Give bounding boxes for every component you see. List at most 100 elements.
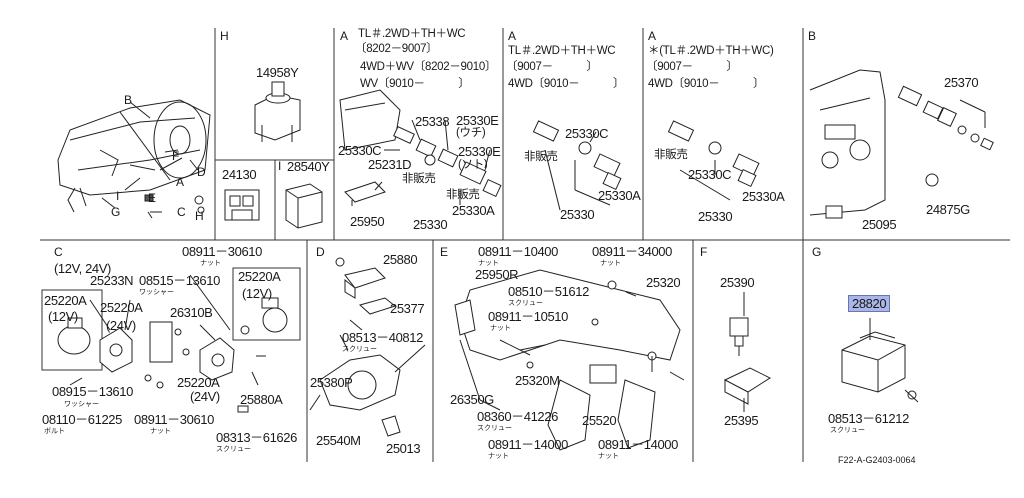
part-08515-13610: 08515－13610	[139, 273, 220, 288]
module-28540y-drawing	[285, 183, 323, 229]
part-08911-14000-a: 08911－14000	[488, 437, 568, 452]
section-letter-a2: A	[508, 29, 517, 43]
part-24875g: 24875G	[926, 202, 970, 217]
part-25330a-a1: 25330A	[452, 203, 495, 218]
label-screw-e-1: スクリュー	[508, 300, 543, 307]
label-not-sold-a1-2: 非販売	[446, 189, 480, 201]
section-letter-h: H	[220, 29, 229, 43]
section-letter-d: D	[316, 245, 325, 259]
label-12v-box: (12V)	[242, 286, 272, 301]
part-25233n: 25233N	[90, 273, 134, 288]
part-25330-a2: 25330	[560, 207, 595, 222]
d-column-switch-drawing	[309, 257, 426, 437]
a2-header-1: TL＃.2WD＋TH＋WC	[508, 45, 616, 57]
part-25370: 25370	[944, 75, 979, 90]
part-25520: 25520	[582, 413, 617, 428]
part-28540y: 28540Y	[287, 159, 330, 174]
location-label-b: B	[124, 93, 133, 107]
location-label-d: D	[197, 165, 206, 179]
a3-header-3: 4WD〔9010－ 〕	[648, 78, 765, 90]
part-08911-10400: 08911－10400	[478, 244, 558, 259]
part-25377: 25377	[390, 301, 425, 316]
diagram-code: F22-A-G2403-0064	[838, 455, 916, 465]
label-not-sold-a1-1: 非販売	[402, 173, 436, 185]
a2-header-3: 4WD〔9010－ 〕	[508, 78, 625, 90]
location-label-c: C	[177, 205, 186, 219]
part-25320: 25320	[646, 275, 681, 290]
label-not-sold-a3: 非販売	[654, 149, 688, 161]
connector-24130-drawing	[224, 189, 260, 221]
location-label-e: E	[148, 191, 157, 205]
b-panel-drawing	[809, 69, 994, 219]
part-25880: 25880	[383, 252, 418, 267]
part-25540m: 25540M	[316, 433, 361, 448]
label-screw-g: スクリュー	[830, 427, 865, 434]
c-solenoid-drawing	[57, 274, 288, 413]
part-08911-30610-low: 08911－30610	[134, 412, 214, 427]
part-08911-30610-top: 08911－30610	[182, 244, 262, 259]
a1-header-2: 〔8202－9007〕	[355, 43, 438, 55]
a2-switch-drawing	[532, 120, 622, 211]
part-25220a-24v-low: 25220A	[177, 375, 220, 390]
label-24v-mid: (24V)	[106, 318, 136, 333]
part-25330e-outer: 25330E	[458, 144, 501, 159]
location-label-f: F	[172, 149, 180, 163]
label-washer-c-2: ワッシャー	[64, 401, 99, 408]
part-25330-a3: 25330	[698, 209, 733, 224]
location-label-g: G	[111, 205, 121, 219]
part-25950r: 25950R	[475, 267, 519, 282]
part-25220a-12v-left: 25220A	[44, 293, 87, 308]
part-25330c: 25330C	[338, 143, 382, 158]
label-nut-e-1: ナット	[478, 260, 499, 267]
a3-switch-drawing	[667, 120, 760, 201]
part-08313-61626: 08313－61626	[216, 430, 297, 445]
label-nut-e-2: ナット	[600, 260, 621, 267]
part-25013: 25013	[386, 441, 421, 456]
part-08911-10510: 08911－10510	[488, 309, 568, 324]
part-25330c-a2: 25330C	[565, 126, 609, 141]
a1-header-4: WV〔9010－ 〕	[360, 78, 470, 90]
f-stoplamp-switch-drawing	[723, 292, 772, 412]
label-soto: (ソト)	[458, 159, 488, 171]
label-nut-e-5: ナット	[598, 453, 619, 460]
label-nut-e-4: ナット	[488, 453, 509, 460]
part-25338: 25338	[415, 114, 450, 129]
label-screw-d: スクリュー	[342, 346, 377, 353]
label-bolt: ボルト	[44, 428, 65, 435]
part-08360-41226: 08360－41226	[477, 409, 558, 424]
part-25950: 25950	[350, 214, 385, 229]
part-25220a-12v-box: 25220A	[238, 269, 281, 284]
part-14958y: 14958Y	[256, 65, 299, 80]
a1-switch-drawing	[339, 89, 502, 206]
part-08915-13610: 08915－13610	[52, 384, 133, 399]
part-25330-a1: 25330	[413, 217, 448, 232]
label-screw-e-2: スクリュー	[477, 425, 512, 432]
part-26310b: 26310B	[170, 305, 213, 320]
section-frames	[40, 28, 1010, 462]
a2-header-2: 〔9007－ 〕	[506, 61, 598, 73]
part-25231d: 25231D	[368, 157, 412, 172]
label-uchi: (ウチ)	[456, 127, 486, 139]
a3-header-2: 〔9007－ 〕	[646, 61, 738, 73]
part-24130: 24130	[222, 167, 257, 182]
label-washer-c-1: ワッシャー	[139, 289, 174, 296]
part-25220a-24v-mid: 25220A	[100, 300, 143, 315]
e-pedal-assembly-drawing	[454, 269, 685, 451]
part-25390: 25390	[720, 275, 755, 290]
part-26350g: 26350G	[450, 392, 494, 407]
part-28820-highlighted[interactable]: 28820	[848, 295, 891, 312]
part-08911-14000-b: 08911－14000	[598, 437, 678, 452]
location-label-a: A	[176, 175, 185, 189]
section-letter-i: I	[278, 159, 282, 173]
label-not-sold-a2: 非販売	[524, 151, 558, 163]
label-nut-c-low: ナット	[150, 428, 171, 435]
part-08513-40812: 08513－40812	[342, 330, 423, 345]
part-25395: 25395	[724, 413, 759, 428]
label-12v-left: (12V)	[48, 309, 78, 324]
label-screw-c: スクリュー	[216, 446, 251, 453]
label-nut-c-top: ナット	[200, 260, 221, 267]
part-08513-61212: 08513－61212	[828, 411, 909, 426]
part-25880a: 25880A	[240, 392, 283, 407]
